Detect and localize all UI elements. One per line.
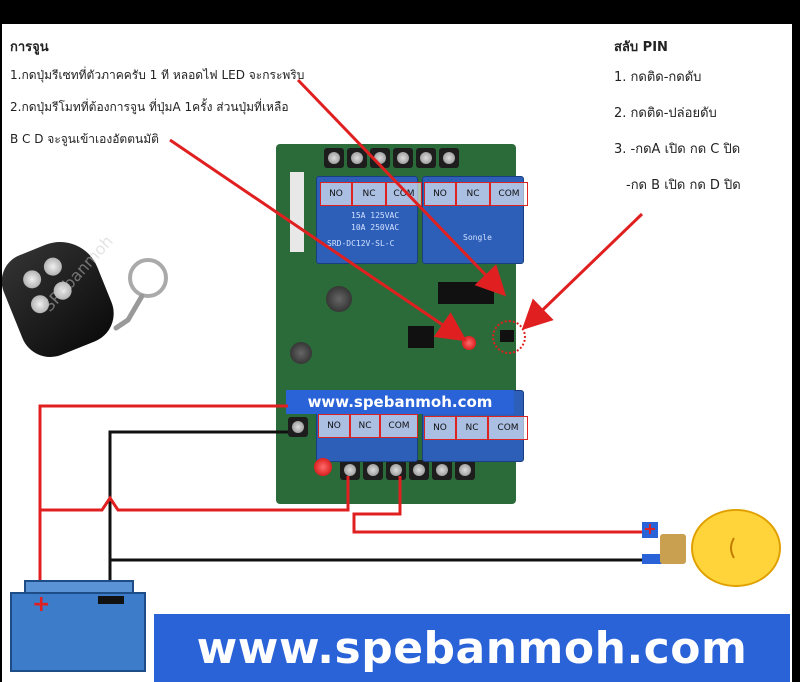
arrow-to-led [296, 78, 507, 297]
positive-wire [38, 404, 288, 596]
relay-brand-text: Songle [463, 233, 492, 242]
bottom-terminal-block [340, 460, 475, 482]
relay-pins-bottom-left: NO NC COM [318, 414, 418, 438]
relay-common-wire [40, 476, 350, 512]
terminal-screw [409, 460, 429, 480]
relay-pins-bottom-right: NO NC COM [424, 416, 528, 440]
pin-no-label: NO [318, 414, 350, 438]
terminal-screw [340, 460, 360, 480]
capacitor [326, 286, 352, 312]
lamp-positive-terminal: + [642, 519, 658, 538]
battery-negative-terminal [98, 596, 124, 604]
tuning-title: การจูน [10, 40, 49, 55]
pin-mode-1: 1. กดติด-กดดับ [614, 70, 702, 85]
battery-positive-terminal: + [32, 592, 51, 617]
website-banner: www.spebanmoh.com [154, 614, 790, 682]
board-watermark: www.spebanmoh.com [286, 390, 514, 414]
pin-mode-3b: -กด B เปิด กด D ปิด [626, 178, 741, 193]
arrow-to-pin [521, 212, 644, 331]
mode-pin-highlight [492, 320, 526, 354]
terminal-screw [432, 460, 452, 480]
terminal-screw [455, 460, 475, 480]
tuning-step-3: B C D จะจูนเข้าเองอัตตนมัติ [10, 132, 159, 146]
terminal-screw [288, 417, 308, 437]
relay-rating-text: 15A 125VAC [351, 211, 400, 220]
lamp-negative-terminal [642, 554, 662, 564]
pin-no-label: NO [424, 416, 456, 440]
pin-no-label: NO [320, 182, 352, 206]
tuning-step-2: 2.กดปุ่มรีโมทที่ต้องการจูน ที่ปุ่มA 1ครั… [10, 100, 289, 114]
pin-no-label: NO [424, 182, 456, 206]
pin-com-label: COM [488, 416, 528, 440]
relay-pins-top-right: NO NC COM [424, 182, 528, 206]
relay-model-text: SRD-DC12V-SL-C [327, 239, 395, 248]
pin-nc-label: NC [456, 182, 490, 206]
terminal-screw [386, 460, 406, 480]
pin-nc-label: NC [456, 416, 488, 440]
light-bulb-icon [660, 509, 781, 587]
pin-nc-label: NC [350, 414, 380, 438]
terminal-screw [347, 148, 367, 168]
pin-mode-2: 2. กดติด-ปล่อยดับ [614, 106, 717, 121]
lamp-positive-wire [352, 476, 650, 534]
top-terminal-block [324, 148, 459, 170]
pin-com-label: COM [490, 182, 528, 206]
terminal-screw [324, 148, 344, 168]
terminal-screw [439, 148, 459, 168]
status-led [314, 458, 332, 476]
terminal-screw [370, 148, 390, 168]
wiring-lines [38, 78, 650, 596]
pin-title: สลับ PIN [614, 40, 668, 55]
terminal-screw [363, 460, 383, 480]
antenna-coil [290, 172, 304, 252]
pin-nc-label: NC [352, 182, 386, 206]
keyring-icon [113, 258, 168, 331]
negative-wire [108, 430, 288, 596]
pin-mode-3: 3. -กดA เปิด กด C ปิด [614, 142, 741, 157]
terminal-screw [416, 148, 436, 168]
chip [408, 326, 434, 348]
tuning-step-1: 1.กดปุ่มรีเซทที่ตัวภาคครับ 1 ที หลอดไฟ L… [10, 68, 305, 82]
capacitor [290, 342, 312, 364]
pin-com-label: COM [380, 414, 418, 438]
terminal-screw [393, 148, 413, 168]
arrow-to-reset [169, 138, 467, 342]
battery [10, 592, 146, 672]
relay-rating-text: 10A 250VAC [351, 223, 400, 232]
wiring-diagram: การจูน 1.กดปุ่มรีเซทที่ตัวภาคครับ 1 ที ห… [2, 24, 792, 682]
